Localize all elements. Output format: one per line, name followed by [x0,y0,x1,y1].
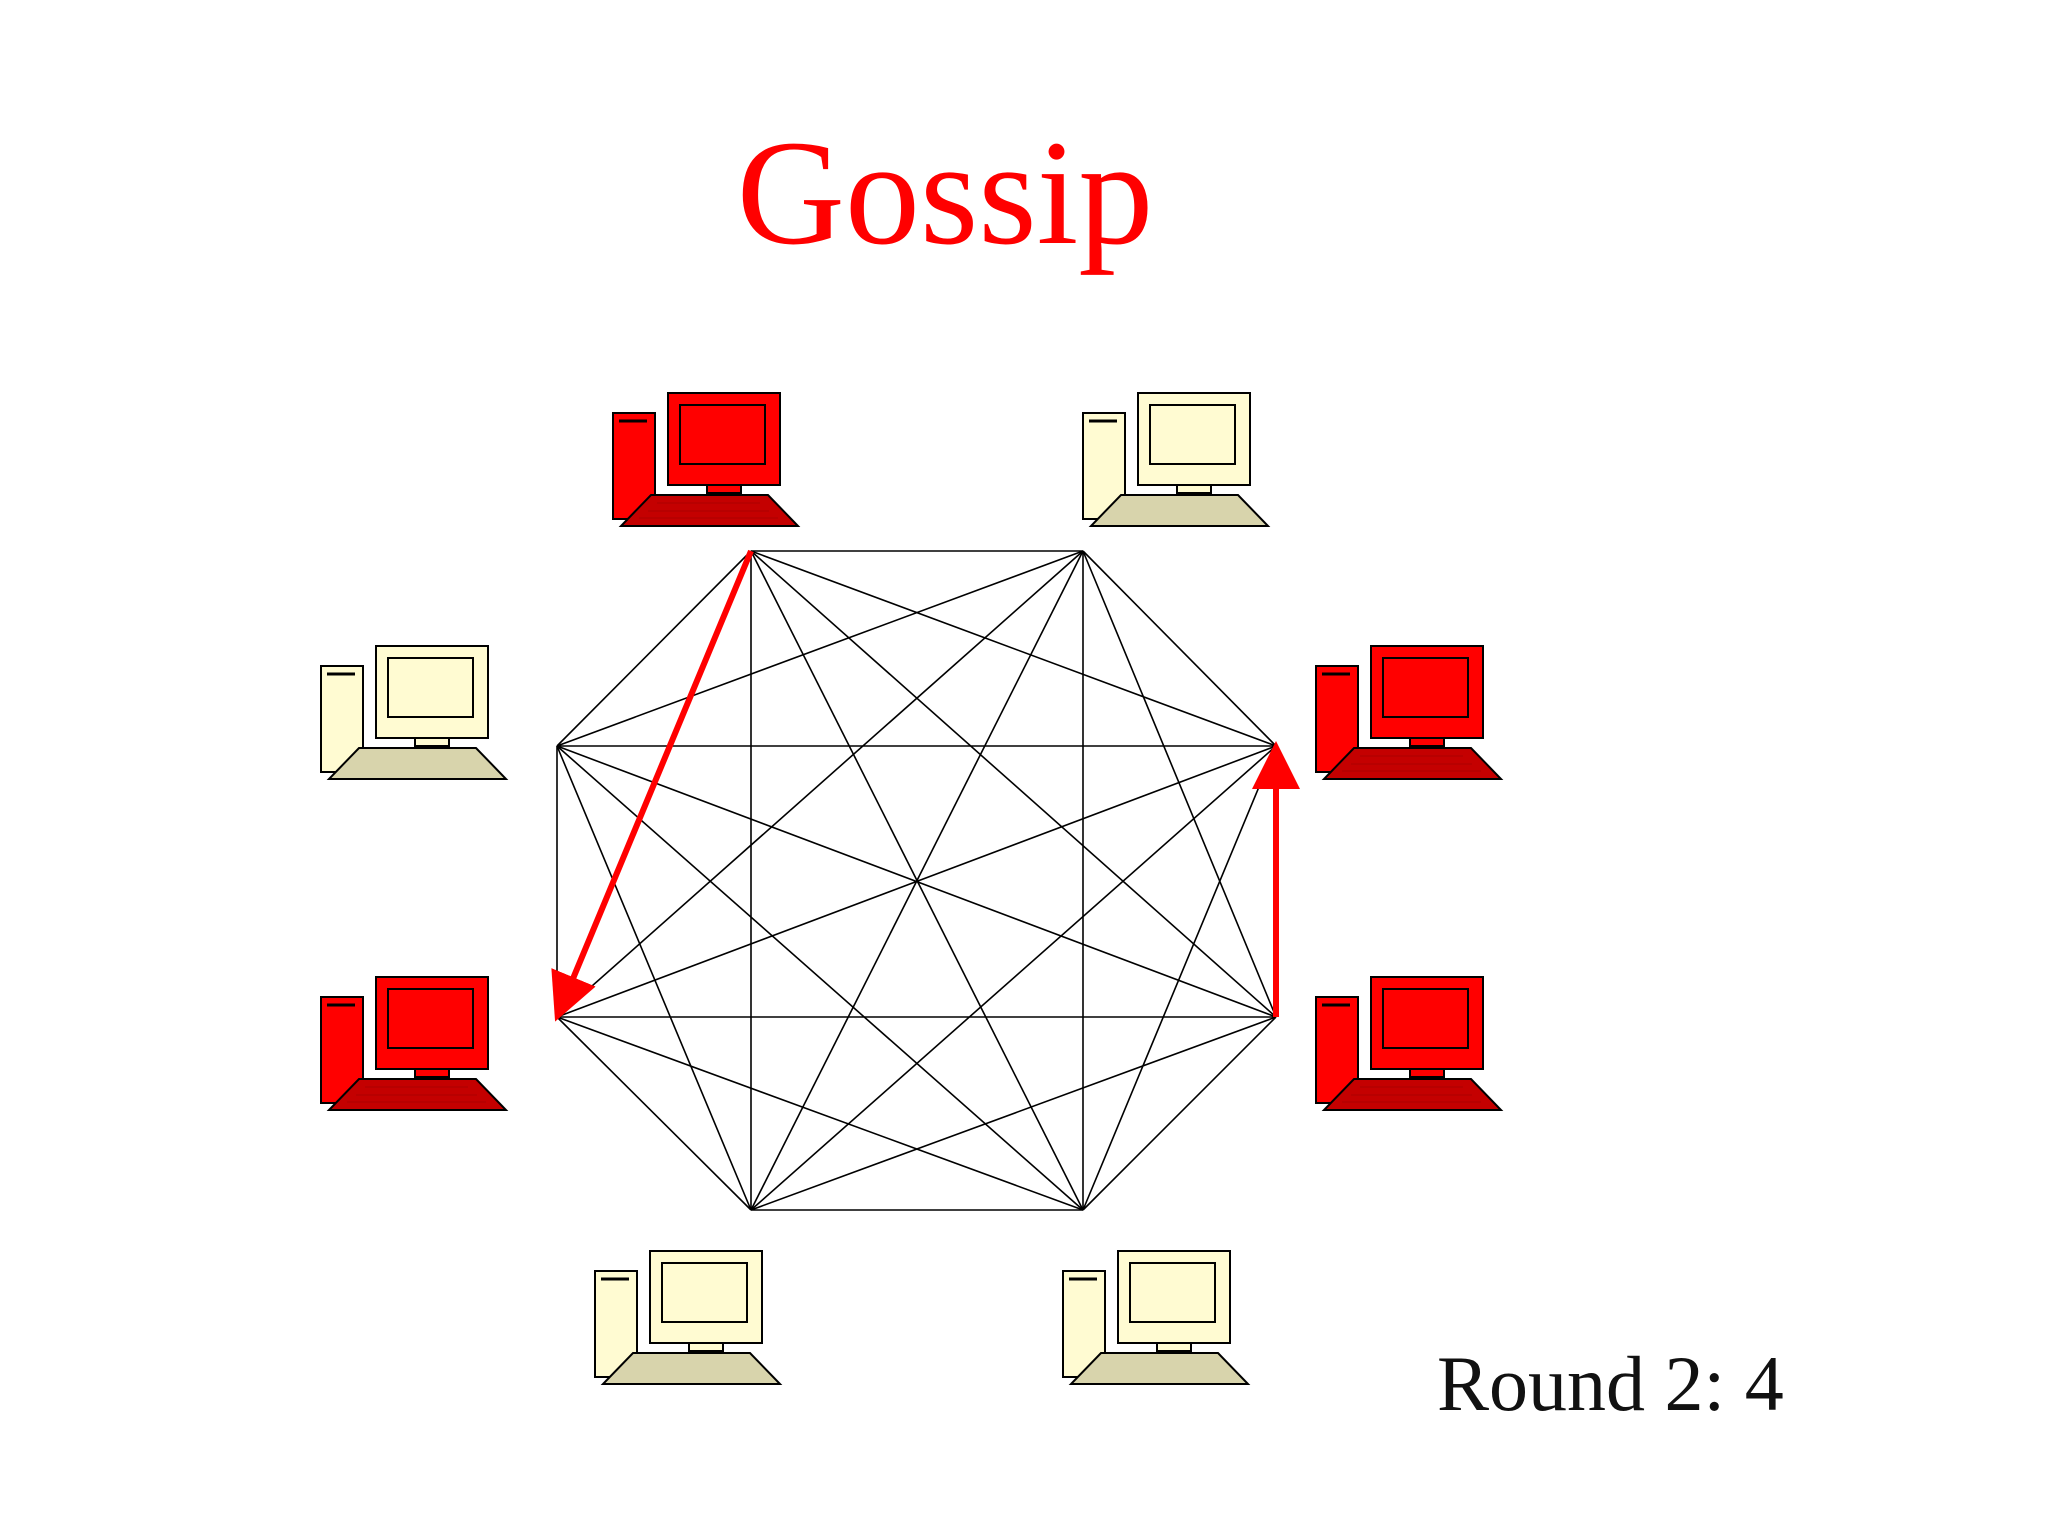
edge-bottom-right-left-upper [556,745,1084,1211]
edge-top-left-right-lower [750,550,1277,1018]
edge-top-right-right-lower [1082,550,1277,1018]
edge-top-right-left-lower [556,550,1084,1018]
edge-right-lower-left-upper [556,745,1277,1018]
computer-nodes [320,392,1504,1385]
round-label: Round 2: 4 [1437,1340,1784,1427]
gossip-arrow-top-left-to-left-lower [551,549,754,1022]
edge-top-left-left-upper [556,550,752,747]
network-edges [556,550,1277,1211]
edge-bottom-left-left-lower [556,1016,752,1211]
computer-left-upper-uninfected [320,645,509,780]
edge-top-left-right-upper [750,550,1277,747]
edge-top-right-left-upper [556,550,1084,747]
edge-bottom-right-left-lower [556,1016,1084,1211]
computer-right-upper-infected [1315,645,1504,780]
gossip-messages [551,549,1300,1022]
computer-bottom-left-uninfected [594,1250,783,1385]
page-title: Gossip [736,110,1154,276]
edge-bottom-left-left-upper [556,745,752,1211]
edge-right-upper-bottom-right [1082,745,1277,1211]
computer-top-left-infected [612,392,801,527]
computer-right-lower-infected [1315,976,1504,1111]
edge-right-lower-bottom-right [1082,1016,1277,1211]
edge-top-right-right-upper [1082,550,1277,747]
edge-right-lower-bottom-left [750,1016,1277,1211]
computer-bottom-right-uninfected [1062,1250,1251,1385]
computer-left-lower-infected [320,976,509,1111]
edge-right-upper-bottom-left [750,745,1277,1211]
computer-top-right-uninfected [1082,392,1271,527]
